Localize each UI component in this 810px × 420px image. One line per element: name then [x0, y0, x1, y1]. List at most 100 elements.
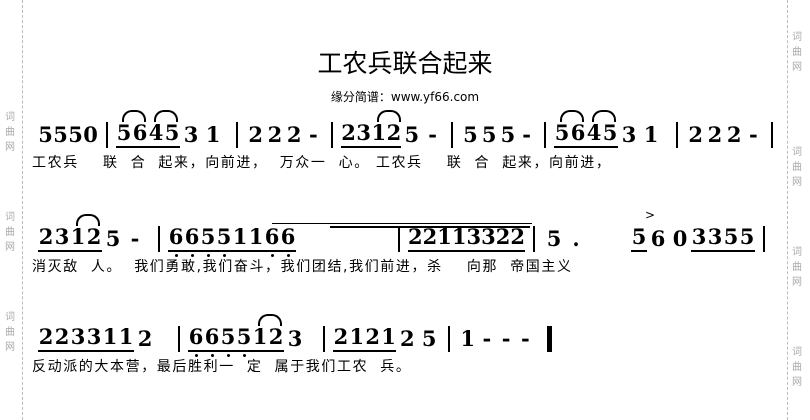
- note-digit: 3: [183, 122, 199, 147]
- note-digit: 1: [381, 324, 396, 349]
- note-digit: 2: [38, 324, 54, 349]
- note: 2: [386, 120, 402, 148]
- note-digit: 5: [463, 122, 478, 147]
- note: 0: [83, 122, 98, 148]
- note: 3: [356, 120, 372, 148]
- barline: [533, 226, 535, 252]
- note: 2: [38, 224, 54, 252]
- note-digit: 1: [118, 324, 134, 349]
- note: 1: [640, 122, 662, 148]
- note-digit: 1: [460, 326, 475, 351]
- barline: [158, 226, 160, 252]
- note: 2: [422, 224, 438, 252]
- note-digit: 2: [408, 224, 423, 249]
- note-digit: 4: [586, 120, 602, 145]
- watermark: 词曲网: [5, 312, 15, 353]
- note-digit: 2: [54, 324, 70, 349]
- note: 1: [371, 110, 402, 148]
- note-digit: 6: [570, 120, 586, 145]
- note: 1: [118, 324, 134, 352]
- note: 3: [466, 224, 482, 252]
- note: 5: [53, 122, 68, 148]
- note-digit: 5: [546, 226, 562, 251]
- note: 5: [200, 224, 216, 257]
- slur: [76, 214, 100, 226]
- note-digit: 1: [205, 122, 221, 147]
- note-digit: 5: [216, 224, 232, 249]
- note: 4: [148, 110, 178, 148]
- note-digit: 2: [86, 224, 102, 249]
- note: 2: [86, 224, 102, 252]
- note-digit: 2: [688, 122, 703, 147]
- note-digit: 1: [451, 224, 467, 249]
- note-digit: 2: [422, 224, 438, 249]
- note-digit: 3: [707, 224, 723, 249]
- note: 1: [102, 324, 118, 352]
- measure: 1---: [450, 326, 543, 352]
- slur: [560, 110, 584, 122]
- note: 2: [265, 122, 284, 148]
- barline: [236, 122, 238, 148]
- note: 5: [543, 226, 565, 252]
- note-digit: 5: [220, 324, 236, 349]
- note: 5: [499, 122, 518, 148]
- note-digit: 6: [132, 120, 148, 145]
- beam-line: [330, 226, 530, 228]
- note-digit: -: [482, 326, 492, 351]
- note-digit: 1: [232, 224, 248, 249]
- note: -: [477, 326, 496, 352]
- note-digit: 1: [643, 122, 659, 147]
- note: 1: [202, 122, 224, 148]
- note-digit: 2: [248, 122, 263, 147]
- barline: [448, 326, 450, 352]
- note: 2: [686, 122, 705, 148]
- note-digit: 5: [38, 122, 53, 147]
- note-digit: 1: [102, 324, 118, 349]
- note: 2: [134, 326, 156, 352]
- note: 6: [132, 120, 148, 148]
- barline: [178, 326, 180, 352]
- note-digit: -: [749, 122, 758, 147]
- note-digit: 5: [631, 224, 647, 249]
- note-digit: 3: [86, 324, 102, 349]
- note-digit: 3: [356, 120, 371, 145]
- slur: [592, 110, 616, 122]
- slur: [122, 110, 146, 122]
- note-digit: 5: [116, 120, 132, 145]
- note-digit: 5: [481, 122, 497, 147]
- lyrics-line: 反动派的大本营，最后胜利一 定 属于我们工农 兵。: [32, 359, 412, 375]
- barline: [676, 122, 678, 148]
- note-digit: 2: [707, 122, 723, 147]
- note: 5: [461, 122, 480, 148]
- note-digit: 3: [621, 122, 637, 147]
- note-digit: 2: [400, 326, 415, 351]
- note-digit: -: [130, 226, 140, 251]
- note-digit: 2: [267, 122, 283, 147]
- note: 3: [707, 224, 723, 252]
- note-digit: -: [522, 122, 531, 147]
- note: -: [497, 326, 516, 352]
- note-digit: 6: [188, 324, 204, 349]
- note: 3: [618, 122, 640, 148]
- note: 2: [396, 326, 418, 352]
- note-digit: 2: [333, 324, 349, 349]
- beam-line: [272, 223, 532, 224]
- note-digit: 2: [286, 122, 302, 147]
- barline: [544, 122, 546, 148]
- note-digit: 1: [437, 224, 452, 249]
- final-barline: [547, 326, 552, 352]
- note: 2: [268, 324, 284, 352]
- note: 3: [86, 324, 102, 352]
- note-digit: 2: [341, 120, 356, 145]
- barline: [106, 122, 108, 148]
- barline: [771, 122, 773, 148]
